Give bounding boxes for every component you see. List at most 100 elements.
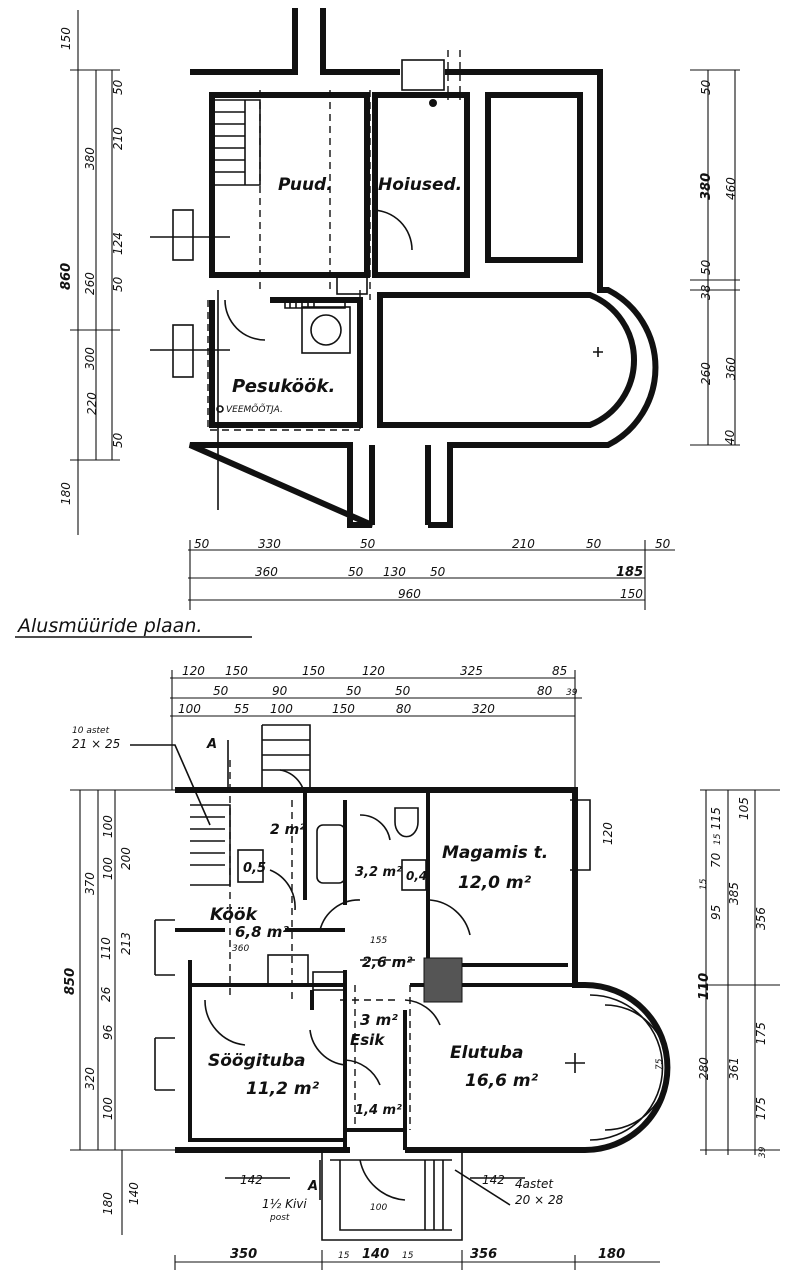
basement-dim-b1-4: 50 [586, 537, 602, 551]
room-label-magamis-area: 12,0 m² [458, 873, 532, 893]
label-veemootja: VEEMÕÕTJA. [226, 403, 283, 415]
note-142a: 142 [240, 1173, 263, 1187]
room-label-sooogituba-area: 11,2 m² [246, 1079, 320, 1099]
basement-dim-right-360: 360 [724, 357, 738, 380]
ground-dim-t1-0: 120 [182, 664, 205, 678]
basement-dim-b1-1: 330 [258, 537, 281, 551]
note-post-1: 1½ Kivi [262, 1197, 307, 1211]
ground-crosshair [565, 1053, 585, 1073]
room-label-esik: Esik [350, 1031, 385, 1049]
basement-dim-inner-4: 50 [111, 276, 125, 292]
note-steps-top-2: 21 × 25 [72, 737, 120, 751]
ground-dim-left-bottom-0: 180 [101, 1192, 115, 1215]
basement-boiler-circle [310, 314, 342, 346]
basement-door-arc-2 [224, 299, 266, 341]
note-steps-bottom-leader [454, 1169, 511, 1206]
basement-stairs [215, 99, 261, 186]
basement-outer-wall [188, 8, 659, 528]
basement-dim-b1-3: 210 [512, 537, 535, 551]
ground-dim-t2-4: 80 [537, 684, 553, 698]
basement-dim-inner-6: 50 [111, 432, 125, 448]
ground-dim-left-in-4: 96 [101, 1024, 115, 1040]
basement-room-east [485, 92, 583, 263]
ground-dim-left-mid-1: 110 [99, 937, 113, 960]
bathtub-icon [316, 824, 346, 884]
room-label-sooogituba: Söögituba [208, 1051, 305, 1071]
ground-dim-rb-3: 175 [754, 1022, 768, 1045]
room-label-small2: 0,4 [406, 869, 427, 883]
ground-dim-left-mid-2: 26 [99, 986, 113, 1002]
basement-dim-right-5: 260 [699, 362, 713, 385]
room-label-vestibule-area: 1,4 m² [355, 1103, 402, 1118]
ground-porch-steps [424, 1160, 444, 1230]
ground-dim-t1-4: 325 [460, 664, 483, 678]
ground-oven-icon [423, 957, 463, 1003]
basement-dim-right-6: 40 [723, 429, 737, 445]
ground-dim-t1-2: 150 [302, 664, 325, 678]
ground-dim-left-in-5: 100 [101, 1097, 115, 1120]
note-steps-bottom-1: 4astet [515, 1177, 554, 1191]
basement-dim-b2-1: 50 [348, 565, 364, 579]
basement-room-hoiused [372, 92, 470, 278]
section-marker-a-top: A [206, 737, 217, 752]
basement-dim-left-top: 150 [59, 27, 73, 50]
basement-dim-b1-0: 50 [194, 537, 210, 551]
basement-dim-inner-1: 50 [111, 79, 125, 95]
basement-dim-left-total: 860 [59, 263, 74, 290]
ground-dim-rb-6: 175 [754, 1097, 768, 1120]
basement-dim-left-bottom: 180 [59, 482, 73, 505]
basement-dim-inner-3: 124 [111, 232, 125, 255]
ground-floor-plan: A A Magamis t. 12,0 m² Köök 6,8 m² Söögi… [63, 664, 780, 1270]
ground-dim-lines-left [70, 789, 175, 1235]
basement-dim-b1-5: 50 [655, 537, 671, 551]
basement-dim-b2-3: 50 [430, 565, 446, 579]
basement-dim-lines-bottom [188, 540, 675, 610]
ground-dim-b-5: 180 [598, 1247, 625, 1262]
basement-dim-lines-left [70, 10, 120, 535]
ground-dim-rc-0: 356 [754, 907, 768, 930]
ground-dim-left-in-1: 100 [101, 857, 115, 880]
room-label-small1: 0,5 [243, 861, 266, 876]
room-label-esik-area: 3 m² [360, 1011, 398, 1029]
room-label-puud: Puud. [278, 175, 333, 195]
basement-door-arc-1 [371, 209, 413, 251]
basement-chimney [336, 275, 368, 295]
basement-dim-left-380: 380 [83, 147, 97, 170]
basement-dim-inner-5: 220 [85, 392, 99, 415]
ground-dim-t1-5: 85 [552, 664, 567, 678]
basement-plan: Puud. Hoiused. Pesuköök. VEEMÕÕTJA. 150 … [15, 8, 740, 638]
ground-dim-left-bottom-1: 140 [127, 1182, 141, 1205]
ground-dim-ra-3: 15 [713, 833, 723, 845]
ground-dim-t3-5: 320 [472, 702, 495, 716]
room-label-kook: Köök [210, 905, 259, 925]
ground-dim-t3-2: 100 [270, 702, 293, 716]
basement-dim-inner-2: 210 [111, 127, 125, 150]
note-120: 120 [601, 822, 615, 845]
ground-dashed-lines [229, 760, 420, 1130]
basement-dim-right-1: 50 [699, 79, 713, 95]
basement-hatching [284, 299, 346, 309]
room-label-elutuba-area: 16,6 m² [465, 1071, 539, 1091]
room-label-magamis: Magamis t. [442, 843, 548, 863]
note-75: 75 [655, 1058, 665, 1070]
basement-dim-left-300: 300 [83, 347, 97, 370]
ground-leader-top [130, 744, 211, 826]
basement-dim-b1-2: 50 [360, 537, 376, 551]
basement-dim-left-260: 260 [83, 272, 97, 295]
basement-dim-b2-2: 130 [383, 565, 406, 579]
ground-dim-left-in-2: 200 [119, 847, 133, 870]
basement-leg-2 [369, 445, 431, 525]
meter-icon [216, 405, 224, 413]
ground-dim-ra-4: 115 [709, 807, 723, 830]
room-label-pantry-area: 2 m² [270, 822, 306, 838]
ground-chimney [312, 971, 346, 991]
ground-dim-t2-0: 50 [213, 684, 229, 698]
room-label-elutuba: Elutuba [450, 1043, 523, 1063]
ground-dim-rb-0: 105 [737, 797, 751, 820]
basement-boiler [301, 306, 351, 354]
ground-section-line [227, 740, 321, 1200]
basement-drain-icon [429, 99, 437, 107]
room-label-hoiused: Hoiused. [378, 175, 462, 195]
basement-crosshair [593, 347, 603, 357]
